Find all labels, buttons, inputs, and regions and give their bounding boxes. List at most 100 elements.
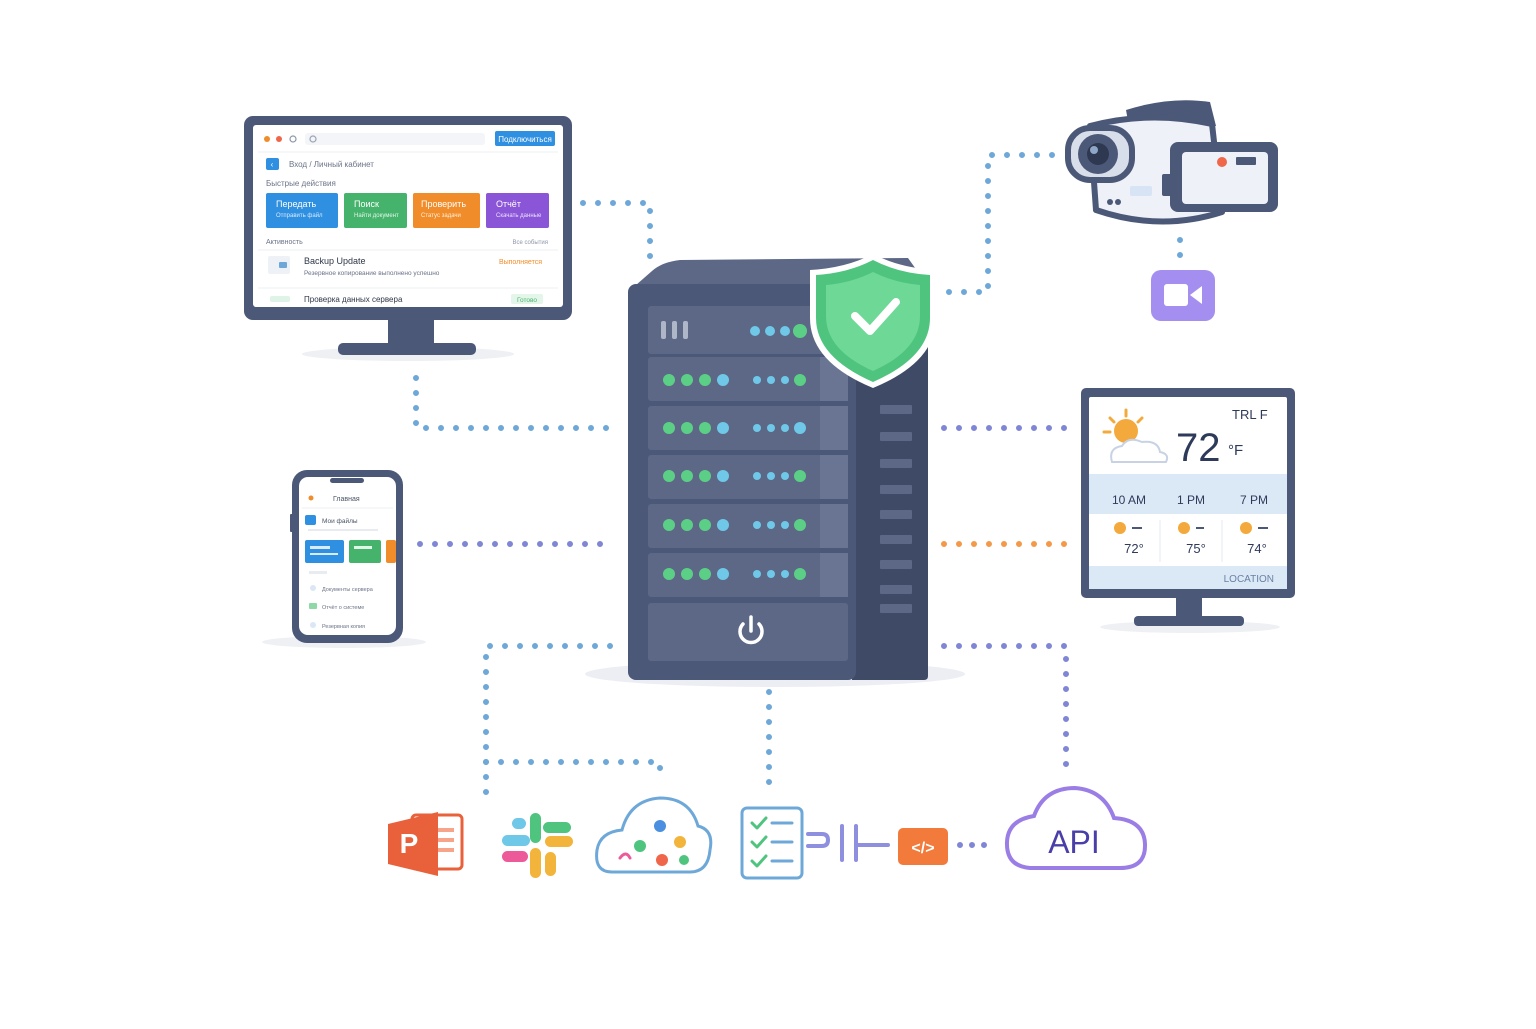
phone-tile-green[interactable] bbox=[349, 540, 381, 563]
list-item-icon bbox=[310, 622, 316, 628]
window-close-icon[interactable] bbox=[264, 136, 270, 142]
drive-bay-5 bbox=[648, 504, 848, 548]
pipeline-connector-icon bbox=[806, 824, 890, 862]
drive-bay-1 bbox=[648, 306, 844, 354]
slack-icon bbox=[502, 813, 573, 878]
checklist-icon bbox=[740, 806, 804, 880]
tile-check[interactable] bbox=[413, 193, 480, 228]
connect-button-label: Подключиться bbox=[498, 135, 552, 144]
tile-report-sub: Скачать данные bbox=[496, 213, 542, 219]
status-led-icon bbox=[765, 326, 775, 336]
tile-search-title: Поиск bbox=[354, 199, 379, 209]
drive-bay-3 bbox=[648, 406, 848, 450]
tile-search-sub: Найти документ bbox=[354, 212, 399, 219]
forecast-header bbox=[1089, 474, 1287, 514]
tile-report[interactable] bbox=[486, 193, 549, 228]
drive-bay-6 bbox=[648, 553, 848, 597]
cloud-storage-icon bbox=[595, 796, 713, 874]
status-badge-progress: Выполняется bbox=[499, 259, 542, 266]
weather-location-label: TRL F bbox=[1232, 407, 1268, 422]
temperature-unit: °F bbox=[1228, 442, 1243, 459]
phone-tile-orange[interactable] bbox=[386, 540, 396, 563]
connectors bbox=[413, 152, 1183, 848]
phone-screen bbox=[299, 477, 396, 635]
activity-row-sub: Резервное копирование выполнено успешно bbox=[304, 270, 440, 277]
phone-title: Главная bbox=[333, 496, 360, 503]
search-field-icon bbox=[309, 135, 317, 143]
api-label: API bbox=[1048, 824, 1100, 860]
phone-list-item[interactable]: Документы сервера bbox=[322, 587, 374, 593]
tile-report-title: Отчёт bbox=[496, 199, 521, 209]
weather-footer-label: LOCATION bbox=[1224, 574, 1274, 585]
status-led-icon bbox=[780, 326, 790, 336]
drive-bay-2 bbox=[648, 357, 848, 401]
status-dot-icon bbox=[270, 296, 290, 302]
back-arrow-icon: ‹ bbox=[271, 160, 274, 169]
phone-tile-blue[interactable] bbox=[305, 540, 344, 563]
connector-desktop-server-low bbox=[413, 375, 615, 431]
tile-transfer[interactable] bbox=[266, 193, 338, 228]
desktop-screen bbox=[253, 125, 563, 307]
status-led-icon bbox=[750, 326, 760, 336]
list-item-icon bbox=[309, 603, 317, 609]
record-indicator-icon bbox=[1217, 157, 1227, 167]
forecast-temperature: 72° bbox=[1124, 541, 1144, 556]
activity-row-2-title: Проверка данных сервера bbox=[304, 295, 403, 304]
video-call-badge-icon bbox=[1151, 270, 1215, 321]
forecast-temperature: 74° bbox=[1247, 541, 1267, 556]
back-button[interactable] bbox=[266, 158, 279, 170]
shield-check-icon bbox=[810, 254, 936, 388]
tile-check-title: Проверить bbox=[421, 199, 466, 209]
breadcrumb: Вход / Личный кабинет bbox=[289, 160, 374, 169]
phone-list-item[interactable]: Отчёт о системе bbox=[322, 605, 364, 611]
forecast-time: 1 PM bbox=[1177, 493, 1205, 507]
search-icon[interactable] bbox=[289, 135, 297, 143]
sun-cloud-icon bbox=[1102, 408, 1169, 463]
tile-search[interactable] bbox=[344, 193, 407, 228]
search-input[interactable] bbox=[305, 133, 485, 145]
forecast-time: 10 AM bbox=[1112, 493, 1146, 507]
tile-transfer-title: Передать bbox=[276, 199, 316, 209]
connector-server-api bbox=[941, 643, 1069, 769]
small-sun-icon bbox=[1240, 522, 1268, 534]
tile-check-sub: Статус задачи bbox=[421, 213, 461, 219]
video-camera bbox=[1065, 100, 1278, 225]
recent-label: Активность bbox=[266, 239, 303, 246]
weather-monitor: TRL F 72 °F 10 AM 1 PM 7 PM 72° 75° 74° … bbox=[1081, 388, 1295, 633]
code-icon: </> bbox=[898, 828, 948, 865]
small-sun-icon bbox=[1178, 522, 1204, 534]
powerpoint-letter: P bbox=[400, 828, 419, 859]
server-tower bbox=[585, 254, 965, 687]
power-button-icon[interactable] bbox=[731, 611, 771, 651]
activity-row-title: Backup Update bbox=[304, 256, 366, 266]
powerpoint-icon: P bbox=[388, 812, 464, 876]
connector-cloud bbox=[483, 759, 663, 783]
code-glyph: </> bbox=[911, 840, 934, 857]
phone-back-button[interactable] bbox=[305, 515, 316, 525]
tile-transfer-sub: Отправить файл bbox=[276, 212, 323, 219]
list-item-icon bbox=[310, 585, 316, 591]
connector-server-left-bottom bbox=[483, 643, 613, 799]
drive-bay-4 bbox=[648, 455, 848, 499]
small-sun-icon bbox=[1114, 522, 1142, 534]
weather-footer bbox=[1089, 566, 1287, 589]
phone-row-label: Мои файлы bbox=[322, 517, 358, 525]
status-led-icon bbox=[793, 324, 807, 338]
desktop-monitor: Подключиться ‹ Вход / Личный кабинет Быс… bbox=[244, 116, 572, 361]
connector-desktop-server bbox=[580, 200, 653, 268]
connector-camera-server bbox=[941, 152, 1055, 295]
api-cloud-icon: API bbox=[1004, 785, 1148, 870]
forecast-time: 7 PM bbox=[1240, 493, 1268, 507]
phone-list-item[interactable]: Резервная копия bbox=[322, 624, 365, 630]
window-minimize-icon[interactable] bbox=[276, 136, 282, 142]
phone-notch bbox=[330, 478, 364, 483]
status-badge-done: Готово bbox=[517, 297, 537, 304]
connect-button[interactable] bbox=[495, 131, 555, 146]
section-label: Быстрые действия bbox=[266, 179, 336, 188]
smartphone: Главная Мои файлы Документы сервера Отчё… bbox=[262, 470, 426, 648]
view-all-link[interactable]: Все события bbox=[512, 240, 548, 246]
forecast-temperature: 75° bbox=[1186, 541, 1206, 556]
phone-logo-icon bbox=[308, 495, 314, 501]
